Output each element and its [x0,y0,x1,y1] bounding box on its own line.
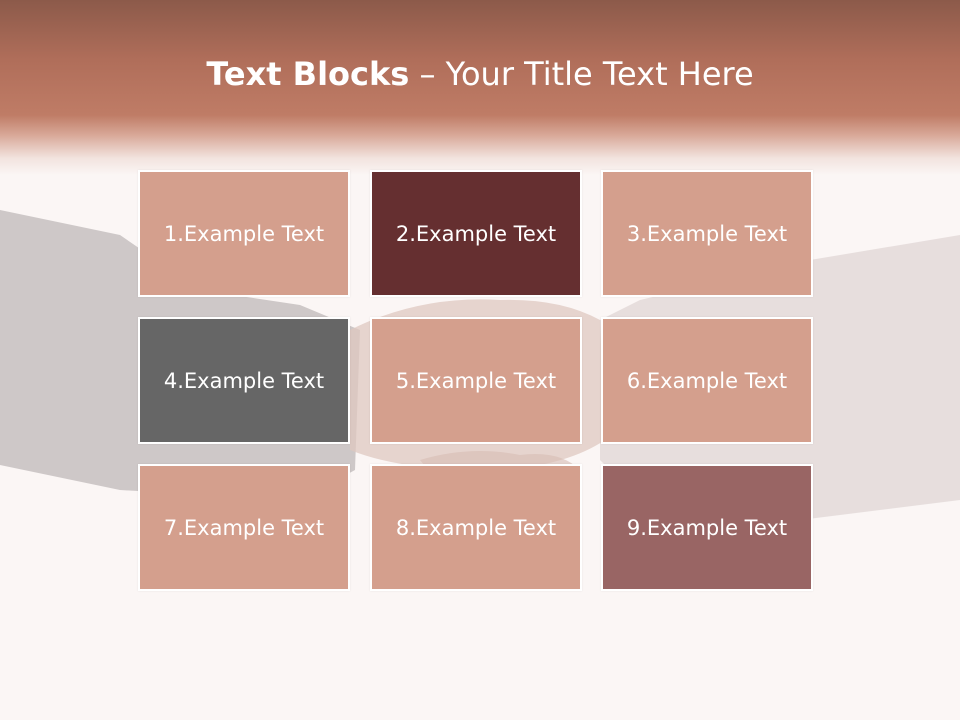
text-block-7[interactable]: 7.Example Text [138,464,350,591]
title-bold-part: Text Blocks [206,55,410,93]
text-block-5[interactable]: 5.Example Text [370,317,582,444]
text-block-label: 6.Example Text [626,368,788,393]
text-block-label: 4.Example Text [163,368,325,393]
text-block-label: 2.Example Text [395,221,557,246]
text-block-6[interactable]: 6.Example Text [601,317,813,444]
text-block-3[interactable]: 3.Example Text [601,170,813,297]
text-block-2[interactable]: 2.Example Text [370,170,582,297]
title-dash: – [409,55,446,93]
text-block-label: 7.Example Text [163,515,325,540]
text-block-9[interactable]: 9.Example Text [601,464,813,591]
text-block-1[interactable]: 1.Example Text [138,170,350,297]
text-block-4[interactable]: 4.Example Text [138,317,350,444]
text-block-label: 3.Example Text [626,221,788,246]
text-block-label: 9.Example Text [626,515,788,540]
title-rest: Your Title Text Here [445,55,754,93]
text-block-label: 5.Example Text [395,368,557,393]
text-blocks-grid: 1.Example Text 2.Example Text 3.Example … [138,170,815,593]
text-block-label: 1.Example Text [163,221,325,246]
text-block-8[interactable]: 8.Example Text [370,464,582,591]
slide-title: Text Blocks – Your Title Text Here [0,50,960,98]
text-block-label: 8.Example Text [395,515,557,540]
header-band [0,0,960,175]
